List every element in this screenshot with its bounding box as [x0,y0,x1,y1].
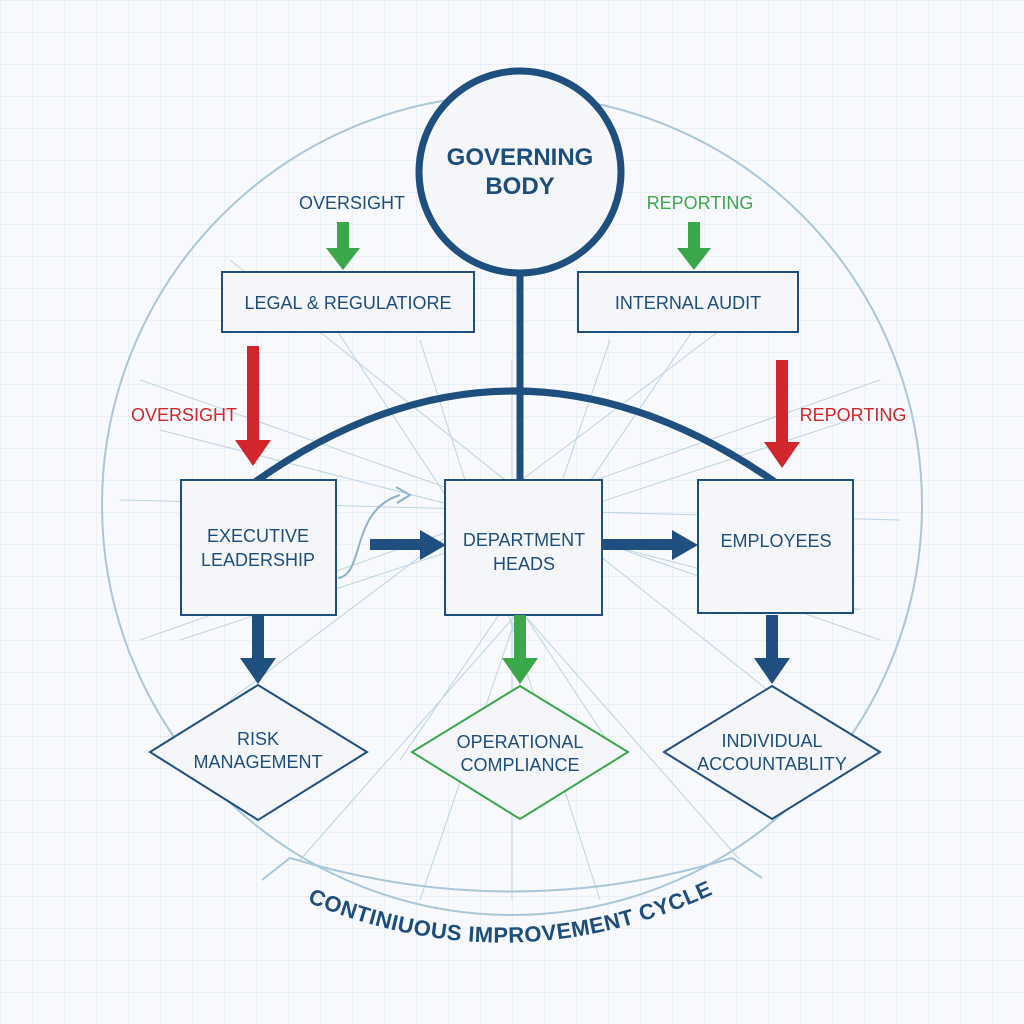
internal-audit-label: INTERNAL AUDIT [615,293,761,313]
governing-body-label-line1: GOVERNING [447,144,594,171]
governing-body-node[interactable] [415,67,625,277]
oversight-side-label: OVERSIGHT [131,405,237,425]
department-label-line2: HEADS [493,554,555,574]
arrow-dept-to-employees [602,530,698,560]
internal-audit-box[interactable] [577,271,799,333]
legal-regulatory-label: LEGAL & REGULATIORE [244,293,451,313]
executive-leadership-box[interactable] [180,479,337,616]
red-arrow-left [235,346,271,466]
operational-compliance-diamond[interactable] [410,684,630,821]
connection-arc [252,387,777,485]
individual-label-line2: ACCOUNTABLITY [697,754,847,774]
oversight-top-label: OVERSIGHT [299,193,405,213]
operational-label-line1: OPERATIONAL [457,732,584,752]
department-heads-box[interactable] [444,479,603,616]
green-arrow-left [326,222,360,270]
executive-label-line2: LEADERSHIP [201,550,315,570]
feedback-curve [337,494,401,579]
arrow-exec-to-dept [370,530,446,560]
cycle-bracket [261,856,763,893]
risk-label-line1: RISK [237,729,279,749]
risk-management-diamond[interactable] [148,683,369,822]
arrow-employees-to-individual [754,615,790,684]
reporting-side-label: REPORTING [800,405,907,425]
legal-regulatory-box[interactable] [221,271,475,333]
risk-label-line2: MANAGEMENT [193,752,322,772]
individual-label-line1: INDIVIDUAL [721,731,822,751]
arrow-dept-to-operational [502,615,538,684]
department-label-line1: DEPARTMENT [463,530,585,550]
employees-label: EMPLOYEES [720,531,831,551]
employees-box[interactable] [697,479,854,614]
executive-label-line1: EXECUTIVE [207,526,309,546]
arrow-exec-to-risk [240,615,276,684]
operational-label-line2: COMPLIANCE [460,755,579,775]
red-arrow-right [764,360,800,468]
feedback-curve-head [395,486,412,504]
green-arrow-right [677,222,711,270]
individual-accountability-diamond[interactable] [662,684,882,821]
reporting-top-label: REPORTING [647,193,754,213]
governing-body-label-line2: BODY [485,173,554,200]
